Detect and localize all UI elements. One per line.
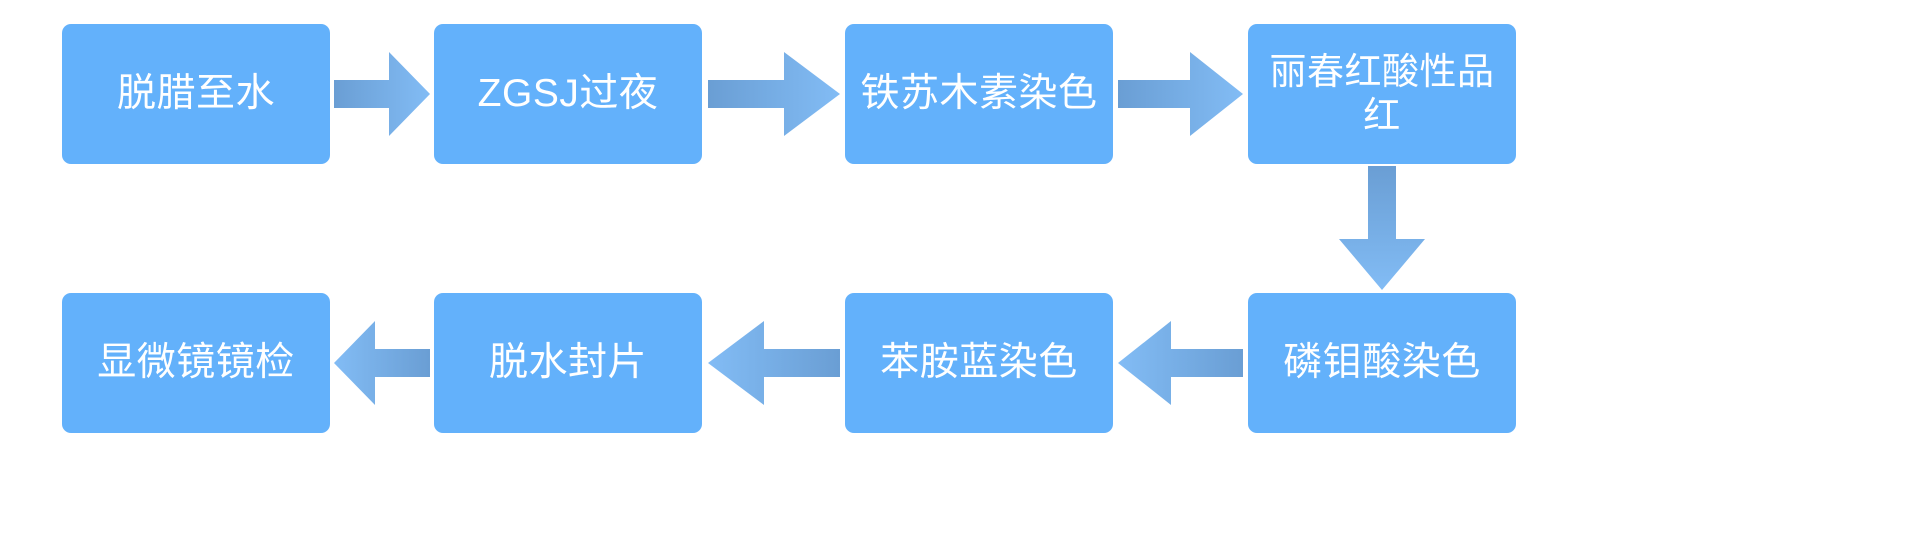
flow-node-benanlan-ranse[interactable]: 苯胺蓝染色 (845, 293, 1113, 433)
flow-node-label: 脱腊至水 (116, 71, 275, 115)
flow-node-label: 丽春红酸性品红 (1269, 51, 1495, 136)
arrow-right-tuola-to-zgsj (334, 52, 430, 136)
flow-node-tuoshui-fengpian[interactable]: 脱水封片 (434, 293, 702, 433)
flow-node-label: 苯胺蓝染色 (880, 340, 1078, 384)
arrow-down-lichunhong-to-linmusuan (1339, 166, 1425, 290)
flow-node-label: 磷钼酸染色 (1283, 340, 1481, 384)
flow-node-label: ZGSJ过夜 (477, 71, 659, 115)
arrow-right-zgsj-to-tiesumusu (708, 52, 840, 136)
flow-node-lichunhong-suanxing-pinhong[interactable]: 丽春红酸性品红 (1248, 24, 1516, 164)
arrow-left-benanlan-to-tuoshui (708, 321, 840, 405)
flow-node-label: 铁苏木素染色 (860, 71, 1098, 115)
flow-node-label: 显微镜镜检 (97, 340, 295, 384)
arrow-right-tiesumusu-to-lichunhong (1118, 52, 1243, 136)
flow-node-tuola-zhishui[interactable]: 脱腊至水 (62, 24, 330, 164)
arrow-left-tuoshui-to-xianweijing (334, 321, 430, 405)
arrow-left-linmusuan-to-benanlan (1118, 321, 1243, 405)
flow-node-zgsj-guoye[interactable]: ZGSJ过夜 (434, 24, 702, 164)
flow-node-linmusuan-ranse[interactable]: 磷钼酸染色 (1248, 293, 1516, 433)
flow-node-tiesumusu-ranse[interactable]: 铁苏木素染色 (845, 24, 1113, 164)
flow-node-xianweijing-jingjian[interactable]: 显微镜镜检 (62, 293, 330, 433)
flow-node-label: 脱水封片 (488, 340, 647, 384)
